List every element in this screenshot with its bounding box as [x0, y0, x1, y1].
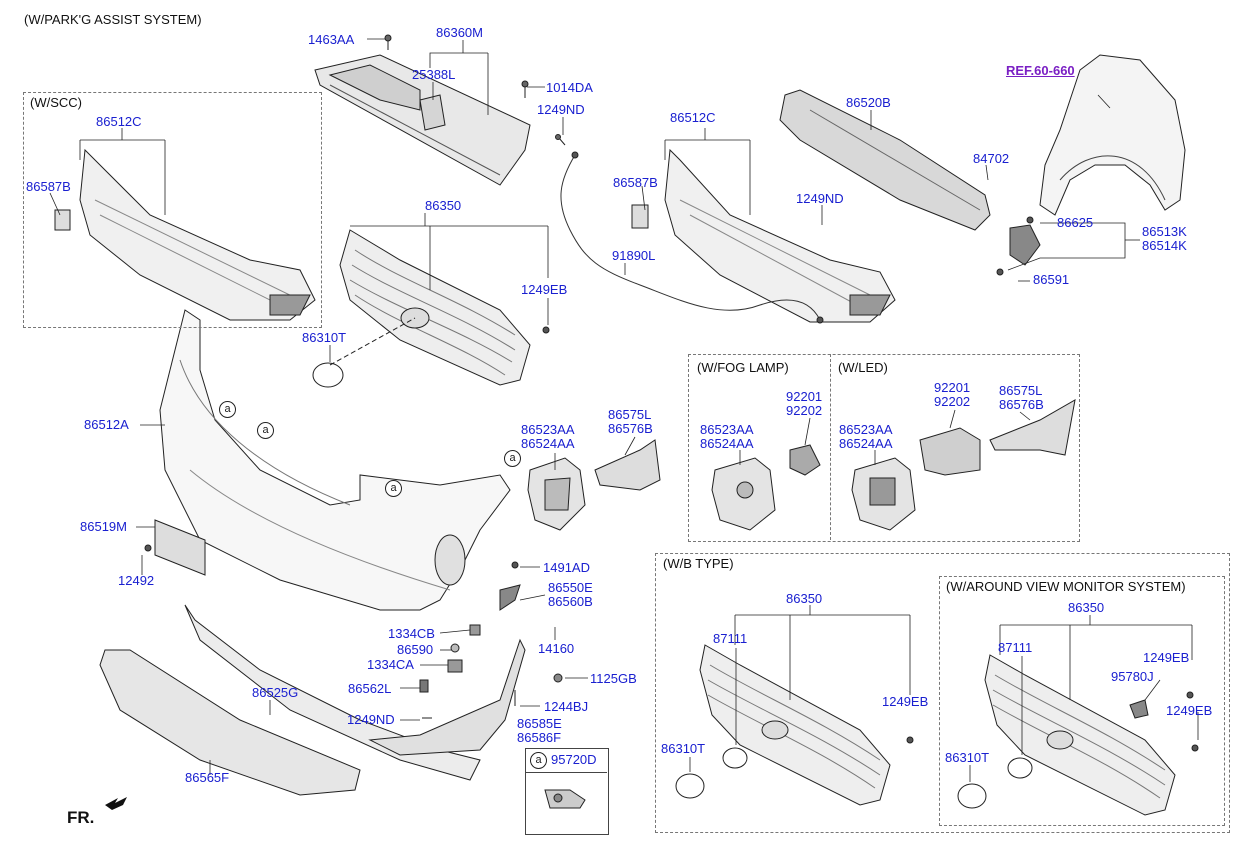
sensor-detail-box [525, 748, 609, 835]
part-92202-led[interactable]: 92202 [934, 394, 971, 409]
part-86587B[interactable]: 86587B [613, 175, 658, 190]
part-1334CB[interactable]: 1334CB [388, 626, 435, 641]
part-86565F[interactable]: 86565F [185, 770, 230, 785]
part-92201-led[interactable]: 92201 [934, 380, 971, 395]
wiring-harness-shape [560, 154, 821, 321]
part-86523AA-led[interactable]: 86523AA [839, 422, 893, 437]
marker-a-4: a [504, 450, 521, 467]
part-1249EB-btype[interactable]: 1249EB [882, 694, 929, 709]
front-arrow-shape [105, 797, 127, 810]
marker-a-3: a [385, 480, 402, 497]
part-92201-fog[interactable]: 92201 [786, 389, 823, 404]
energy-absorber-shape [779, 89, 991, 231]
part-86520B[interactable]: 86520B [846, 95, 891, 110]
part-87111-btype[interactable]: 87111 [713, 631, 748, 646]
part-86590[interactable]: 86590 [397, 642, 434, 657]
header-park-assist: (W/PARK'G ASSIST SYSTEM) [24, 12, 202, 27]
part-1244BJ[interactable]: 1244BJ [544, 699, 589, 714]
part-86523AA-main[interactable]: 86523AA [521, 422, 575, 437]
sensor-detail-divider [525, 772, 607, 773]
part-1491AD[interactable]: 1491AD [543, 560, 590, 575]
part-1125GB[interactable]: 1125GB [590, 671, 637, 686]
header-b-type: (W/B TYPE) [663, 556, 734, 571]
part-1014DA[interactable]: 1014DA [546, 80, 593, 95]
header-scc: (W/SCC) [30, 95, 82, 110]
part-25388L[interactable]: 25388L [412, 67, 456, 82]
part-91890L[interactable]: 91890L [612, 248, 656, 263]
scc-section-box [23, 92, 322, 328]
part-87111-avm[interactable]: 87111 [998, 640, 1033, 655]
part-86575L-led[interactable]: 86575L [999, 383, 1043, 398]
marker-a-1: a [219, 401, 236, 418]
part-86524AA-fog[interactable]: 86524AA [700, 436, 754, 451]
part-1249EB-avm-bottom[interactable]: 1249EB [1166, 703, 1213, 718]
btype-grille-shape [699, 644, 891, 806]
part-86587B-scc[interactable]: 86587B [26, 179, 71, 194]
part-86575L-main[interactable]: 86575L [608, 407, 652, 422]
part-86524AA-main[interactable]: 86524AA [521, 436, 575, 451]
part-86513K[interactable]: 86513K [1142, 224, 1187, 239]
header-led: (W/LED) [838, 360, 888, 375]
part-12492[interactable]: 12492 [118, 573, 155, 588]
fog-led-divider [830, 354, 831, 540]
fog-led-section-box [688, 354, 1080, 542]
part-86350-btype[interactable]: 86350 [786, 591, 823, 606]
part-86512A[interactable]: 86512A [84, 417, 129, 432]
part-1334CA[interactable]: 1334CA [367, 657, 414, 672]
part-95720D[interactable]: 95720D [551, 752, 597, 767]
license-plate-bracket-shape [154, 519, 206, 576]
front-bumper-shape [159, 309, 511, 611]
part-86350-main[interactable]: 86350 [425, 198, 462, 213]
part-86550E[interactable]: 86550E [548, 580, 593, 595]
btype-section-box [655, 553, 1230, 833]
part-86576B-main[interactable]: 86576B [608, 421, 653, 436]
part-86512C[interactable]: 86512C [670, 110, 716, 125]
part-86360M[interactable]: 86360M [436, 25, 483, 40]
part-86591[interactable]: 86591 [1033, 272, 1070, 287]
marker-a-2: a [257, 422, 274, 439]
part-86560B[interactable]: 86560B [548, 594, 593, 609]
part-1249ND-mid[interactable]: 1249ND [796, 191, 844, 206]
header-fog-lamp: (W/FOG LAMP) [697, 360, 789, 375]
part-86310T-main[interactable]: 86310T [302, 330, 347, 345]
part-86562L[interactable]: 86562L [348, 681, 392, 696]
part-86350-avm[interactable]: 86350 [1068, 600, 1105, 615]
part-86525G[interactable]: 86525G [252, 685, 299, 700]
part-86523AA-fog[interactable]: 86523AA [700, 422, 754, 437]
part-86625[interactable]: 86625 [1057, 215, 1094, 230]
part-95780J[interactable]: 95780J [1111, 669, 1154, 684]
part-86310T-avm[interactable]: 86310T [945, 750, 990, 765]
part-1249ND-low[interactable]: 1249ND [347, 712, 395, 727]
part-86586F[interactable]: 86586F [517, 730, 562, 745]
part-14160[interactable]: 14160 [538, 641, 575, 656]
part-1463AA[interactable]: 1463AA [308, 32, 355, 47]
part-86585E[interactable]: 86585E [517, 716, 562, 731]
front-direction-label: FR. [67, 808, 95, 827]
part-86576B-led[interactable]: 86576B [999, 397, 1044, 412]
lower-skid-shape [184, 604, 481, 781]
avm-grille-shape [984, 654, 1176, 816]
part-92202-fog[interactable]: 92202 [786, 403, 823, 418]
part-84702[interactable]: 84702 [973, 151, 1010, 166]
part-1249EB-avm-top[interactable]: 1249EB [1143, 650, 1190, 665]
lower-grille-shape [99, 649, 361, 796]
part-86524AA-led[interactable]: 86524AA [839, 436, 893, 451]
header-around-view: (W/AROUND VIEW MONITOR SYSTEM) [946, 579, 1186, 594]
marker-a-sensor: a [530, 752, 547, 769]
part-86514K[interactable]: 86514K [1142, 238, 1187, 253]
ref-fender-link[interactable]: REF.60-660 [1006, 63, 1075, 78]
part-86519M[interactable]: 86519M [80, 519, 127, 534]
fender-shape [1039, 54, 1186, 216]
avm-section-box [939, 576, 1225, 826]
part-1249EB-main[interactable]: 1249EB [521, 282, 568, 297]
part-1249ND-top[interactable]: 1249ND [537, 102, 585, 117]
part-86512C-scc[interactable]: 86512C [96, 114, 142, 129]
part-86310T-btype[interactable]: 86310T [661, 741, 706, 756]
